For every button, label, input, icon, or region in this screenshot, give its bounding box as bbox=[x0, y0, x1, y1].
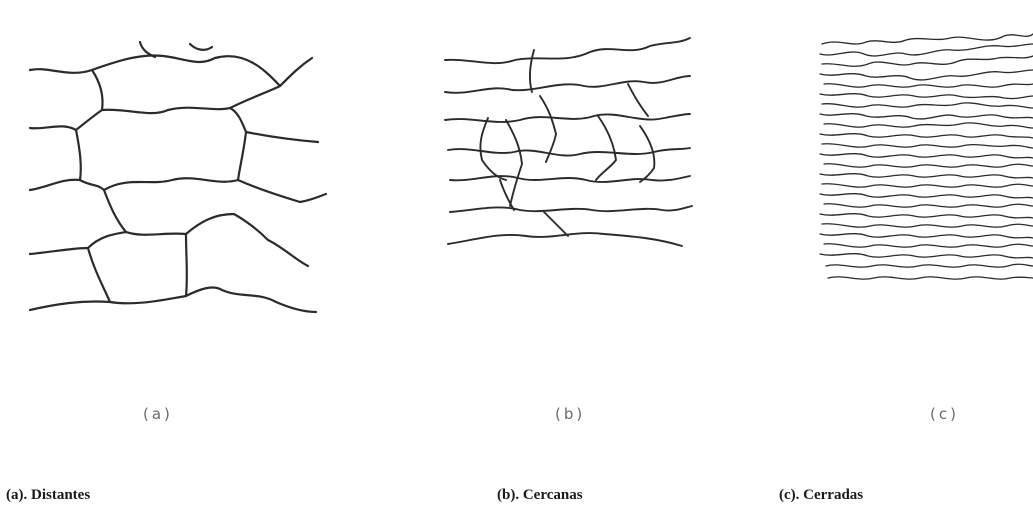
panel-c-tag: (c) bbox=[930, 405, 959, 423]
caption-cerradas: (c). Cerradas bbox=[779, 487, 863, 504]
caption-cercanas: (b). Cercanas bbox=[497, 487, 583, 504]
panel-c-drawing bbox=[820, 34, 1033, 279]
panel-b-tag: (b) bbox=[555, 405, 585, 423]
panel-a-drawing bbox=[30, 42, 326, 312]
panel-b-drawing bbox=[445, 38, 692, 246]
caption-distantes: (a). Distantes bbox=[6, 487, 90, 504]
panel-a-tag: (a) bbox=[143, 405, 173, 423]
